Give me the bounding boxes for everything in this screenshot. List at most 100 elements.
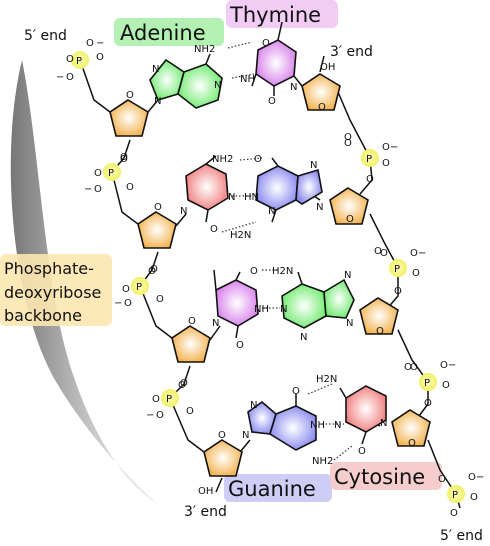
backbone-label-line2: deoxyribose — [4, 283, 101, 302]
o-label-3c: O — [124, 298, 132, 309]
o-label-8b: O — [468, 472, 476, 483]
sugar-6 — [329, 187, 369, 225]
backbone-bonds — [79, 55, 461, 509]
bp2-h2n: H2N — [230, 230, 251, 241]
minus-3: − — [114, 298, 122, 309]
o-label-3b: O — [122, 284, 130, 295]
o-label-7a: O — [410, 362, 418, 373]
bp3-n-3: N — [300, 332, 307, 343]
bp4-o-2: O — [358, 446, 366, 457]
p-label-3: P — [136, 282, 142, 293]
chain-o-5: O — [374, 246, 382, 257]
guanine-base-1 — [295, 168, 323, 205]
o-label-3d: O — [156, 294, 164, 305]
phosphate-4 — [161, 389, 179, 407]
bp4-o-1: O — [292, 386, 300, 397]
phosphate-groups — [71, 51, 465, 503]
o-label-7b: O — [440, 360, 448, 371]
sugar-4 — [203, 439, 243, 477]
bp4-n-4: N — [380, 418, 387, 429]
bp4-h2n: H2N — [316, 374, 337, 385]
phosphate-8 — [447, 485, 465, 503]
sugar-o-4: O — [218, 430, 226, 441]
sugar-o-8: O — [408, 438, 416, 449]
adenine-base-2-hex — [281, 283, 327, 329]
three-prime-end-top: 3′ end — [330, 44, 373, 60]
o-label-4d: O — [186, 406, 194, 417]
thymine-label-bg — [226, 0, 338, 28]
phosphate-6 — [389, 259, 407, 277]
bp1-n-2: N — [154, 96, 161, 107]
guanine-label: Guanine — [228, 477, 316, 501]
cytosine-label: Cytosine — [334, 465, 425, 489]
sugar-7 — [359, 297, 399, 335]
sugar-2 — [137, 211, 177, 249]
guanine-base-1-hex — [255, 165, 299, 211]
adenine-base-1 — [149, 58, 185, 101]
bp1-n-1: N — [152, 64, 159, 75]
base-pair-2 — [185, 155, 323, 233]
adenine-base-2 — [323, 278, 355, 319]
bp1-n-3: N — [214, 80, 221, 91]
phosphate-3 — [131, 277, 149, 295]
o-label-7c: O — [442, 380, 450, 391]
o-label-4b: O — [152, 394, 160, 405]
adenine-label-bg — [114, 18, 224, 46]
o-label-4c: O — [156, 410, 164, 421]
bp2-n-1: N — [228, 192, 235, 203]
o-label-8c: O — [470, 492, 478, 503]
chain-o-3: O — [178, 380, 186, 391]
bp3-nh: NH — [254, 304, 269, 315]
minus-8: − — [476, 472, 484, 483]
minus-2: − — [84, 184, 92, 195]
o-label-6c: O — [412, 268, 420, 279]
bp3-n-5: N — [346, 318, 353, 329]
sugar-5 — [301, 73, 341, 111]
sugar-o-6: O — [346, 214, 354, 225]
chain-o-4: O — [344, 132, 352, 143]
bp4-n-3: N — [334, 420, 341, 431]
p-label-5: P — [366, 154, 372, 165]
o-label-1a: O — [86, 38, 94, 49]
bp2-hn: HN — [244, 192, 259, 203]
o-label-1d: O — [66, 72, 74, 83]
p-label-4: P — [166, 394, 172, 405]
bp3-n-2: N — [212, 318, 219, 329]
sugar-8 — [391, 409, 431, 447]
oh-label-bottom: OH — [198, 486, 213, 497]
bp1-o-2: O — [268, 96, 276, 107]
bp1-n-4: N — [290, 82, 297, 93]
chain-o-6: O — [404, 362, 412, 373]
bp4-nh2: NH2 — [312, 456, 333, 467]
bp1-nh2: NH2 — [194, 44, 215, 55]
deoxyribose-sugars — [109, 73, 431, 477]
o-label-6d: O — [394, 286, 402, 297]
bp2-n-4: N — [316, 202, 323, 213]
bp3-n-4: N — [344, 270, 351, 281]
o-label-2d: O — [126, 182, 134, 193]
atom-labels: P P P P P P P P O O O − − O O O O − O O … — [56, 38, 484, 519]
phosphate-2 — [103, 163, 121, 181]
p-label-8: P — [452, 490, 458, 501]
phosphate-7 — [419, 373, 437, 391]
bp3-o-2: O — [236, 340, 244, 351]
o-label-8a: O — [438, 474, 446, 485]
o-label-5d: O — [366, 174, 374, 185]
p-label-1: P — [76, 56, 82, 67]
sugar-o-7: O — [376, 326, 384, 337]
o-label-5b: O — [382, 142, 390, 153]
minus-6: − — [418, 248, 426, 259]
o-label-7d: O — [424, 398, 432, 409]
cytosine-base-1 — [185, 163, 229, 211]
chain-o-2: O — [148, 266, 156, 277]
bp2-o-1: O — [254, 154, 262, 165]
o-label-8d: O — [450, 508, 458, 519]
minus-4: − — [146, 410, 154, 421]
p-label-2: P — [108, 168, 114, 179]
bp1-nh: NH — [240, 74, 255, 85]
minus-1b: − — [56, 72, 64, 83]
cytosine-base-2 — [345, 385, 387, 433]
adenine-label: Adenine — [120, 21, 206, 45]
bp2-n-3: N — [310, 160, 317, 171]
